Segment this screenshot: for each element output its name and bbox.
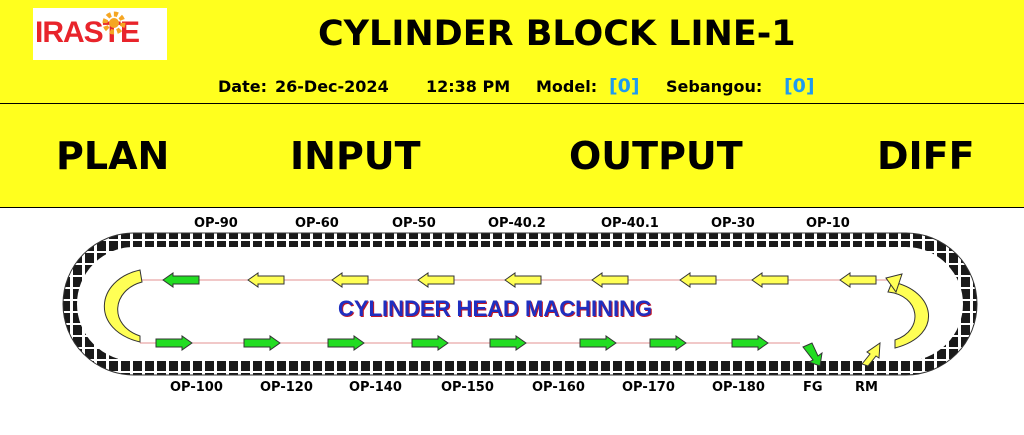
right-return-arrow [887,281,929,349]
op-label-bottom: FG [803,380,823,395]
op-label-bottom: OP-150 [441,380,494,395]
lower-flow-arrow-green [731,335,769,351]
op-label-top: OP-50 [392,216,436,231]
model-label: Model: [536,77,598,96]
op-label-top: OP-10 [806,216,850,231]
conveyor-chain-outer-border [62,232,978,376]
op-label-top: OP-60 [295,216,339,231]
upper-flow-arrow-yellow [331,272,369,288]
op-label-bottom: OP-160 [532,380,585,395]
lower-flow-arrow-green [327,335,365,351]
rm-arrow [861,341,881,367]
kpi-diff: DIFF [877,134,975,178]
upper-flow-arrow-yellow [679,272,717,288]
op-label-bottom: OP-180 [712,380,765,395]
upper-flow-arrow-yellow [504,272,542,288]
model-value: [0] [609,75,640,97]
op-label-top: OP-40.2 [488,216,546,231]
fg-arrow [802,342,823,367]
upper-flow-arrows [162,272,877,288]
sebangou-value: [0] [784,75,815,97]
left-return-arrow [103,269,143,343]
company-logo: IRASTE [33,8,167,60]
date-value: 26-Dec-2024 [275,77,389,96]
op-label-top: OP-90 [194,216,238,231]
upper-flow-arrow-yellow [247,272,285,288]
op-label-bottom: OP-140 [349,380,402,395]
op-label-bottom: OP-100 [170,380,223,395]
time-value: 12:38 PM [426,77,511,96]
op-label-top: OP-40.1 [601,216,659,231]
gear-icon [102,11,126,35]
lower-flow-arrow-green [243,335,281,351]
upper-flow-arrow-yellow [591,272,629,288]
date-label: Date: [218,77,267,96]
lower-flow-arrow-green [411,335,449,351]
sebangou-label: Sebangou: [666,77,763,96]
kpi-output: OUTPUT [569,134,743,178]
kpi-input: INPUT [290,134,421,178]
lower-flow-arrows [155,335,769,351]
upper-flow-arrow-yellow [839,272,877,288]
header-band: IRASTE CYLINDER BLOCK LINE-1 Date: 26-De… [0,0,1024,104]
right-return-arrowhead [885,273,903,294]
op-label-bottom: RM [855,380,878,395]
upper-flow-arrow-yellow [751,272,789,288]
upper-flow-arrow-green [162,272,200,288]
page-title: CYLINDER BLOCK LINE-1 [318,14,796,54]
upper-flow-arrow-yellow [417,272,455,288]
kpi-band: PLAN INPUT OUTPUT DIFF [0,104,1024,208]
lower-flow-arrow-green [489,335,527,351]
lower-flow-arrow-green [649,335,687,351]
kpi-plan: PLAN [56,134,170,178]
conveyor-chain-outer [63,233,977,375]
lower-flow-arrow-green [579,335,617,351]
lower-flow-arrow-green [155,335,193,351]
op-label-bottom: OP-170 [622,380,675,395]
logo-text: IRASTE [35,16,140,49]
op-label-bottom: OP-120 [260,380,313,395]
op-label-top: OP-30 [711,216,755,231]
line-center-label: CYLINDER HEAD MACHINING [338,296,653,321]
